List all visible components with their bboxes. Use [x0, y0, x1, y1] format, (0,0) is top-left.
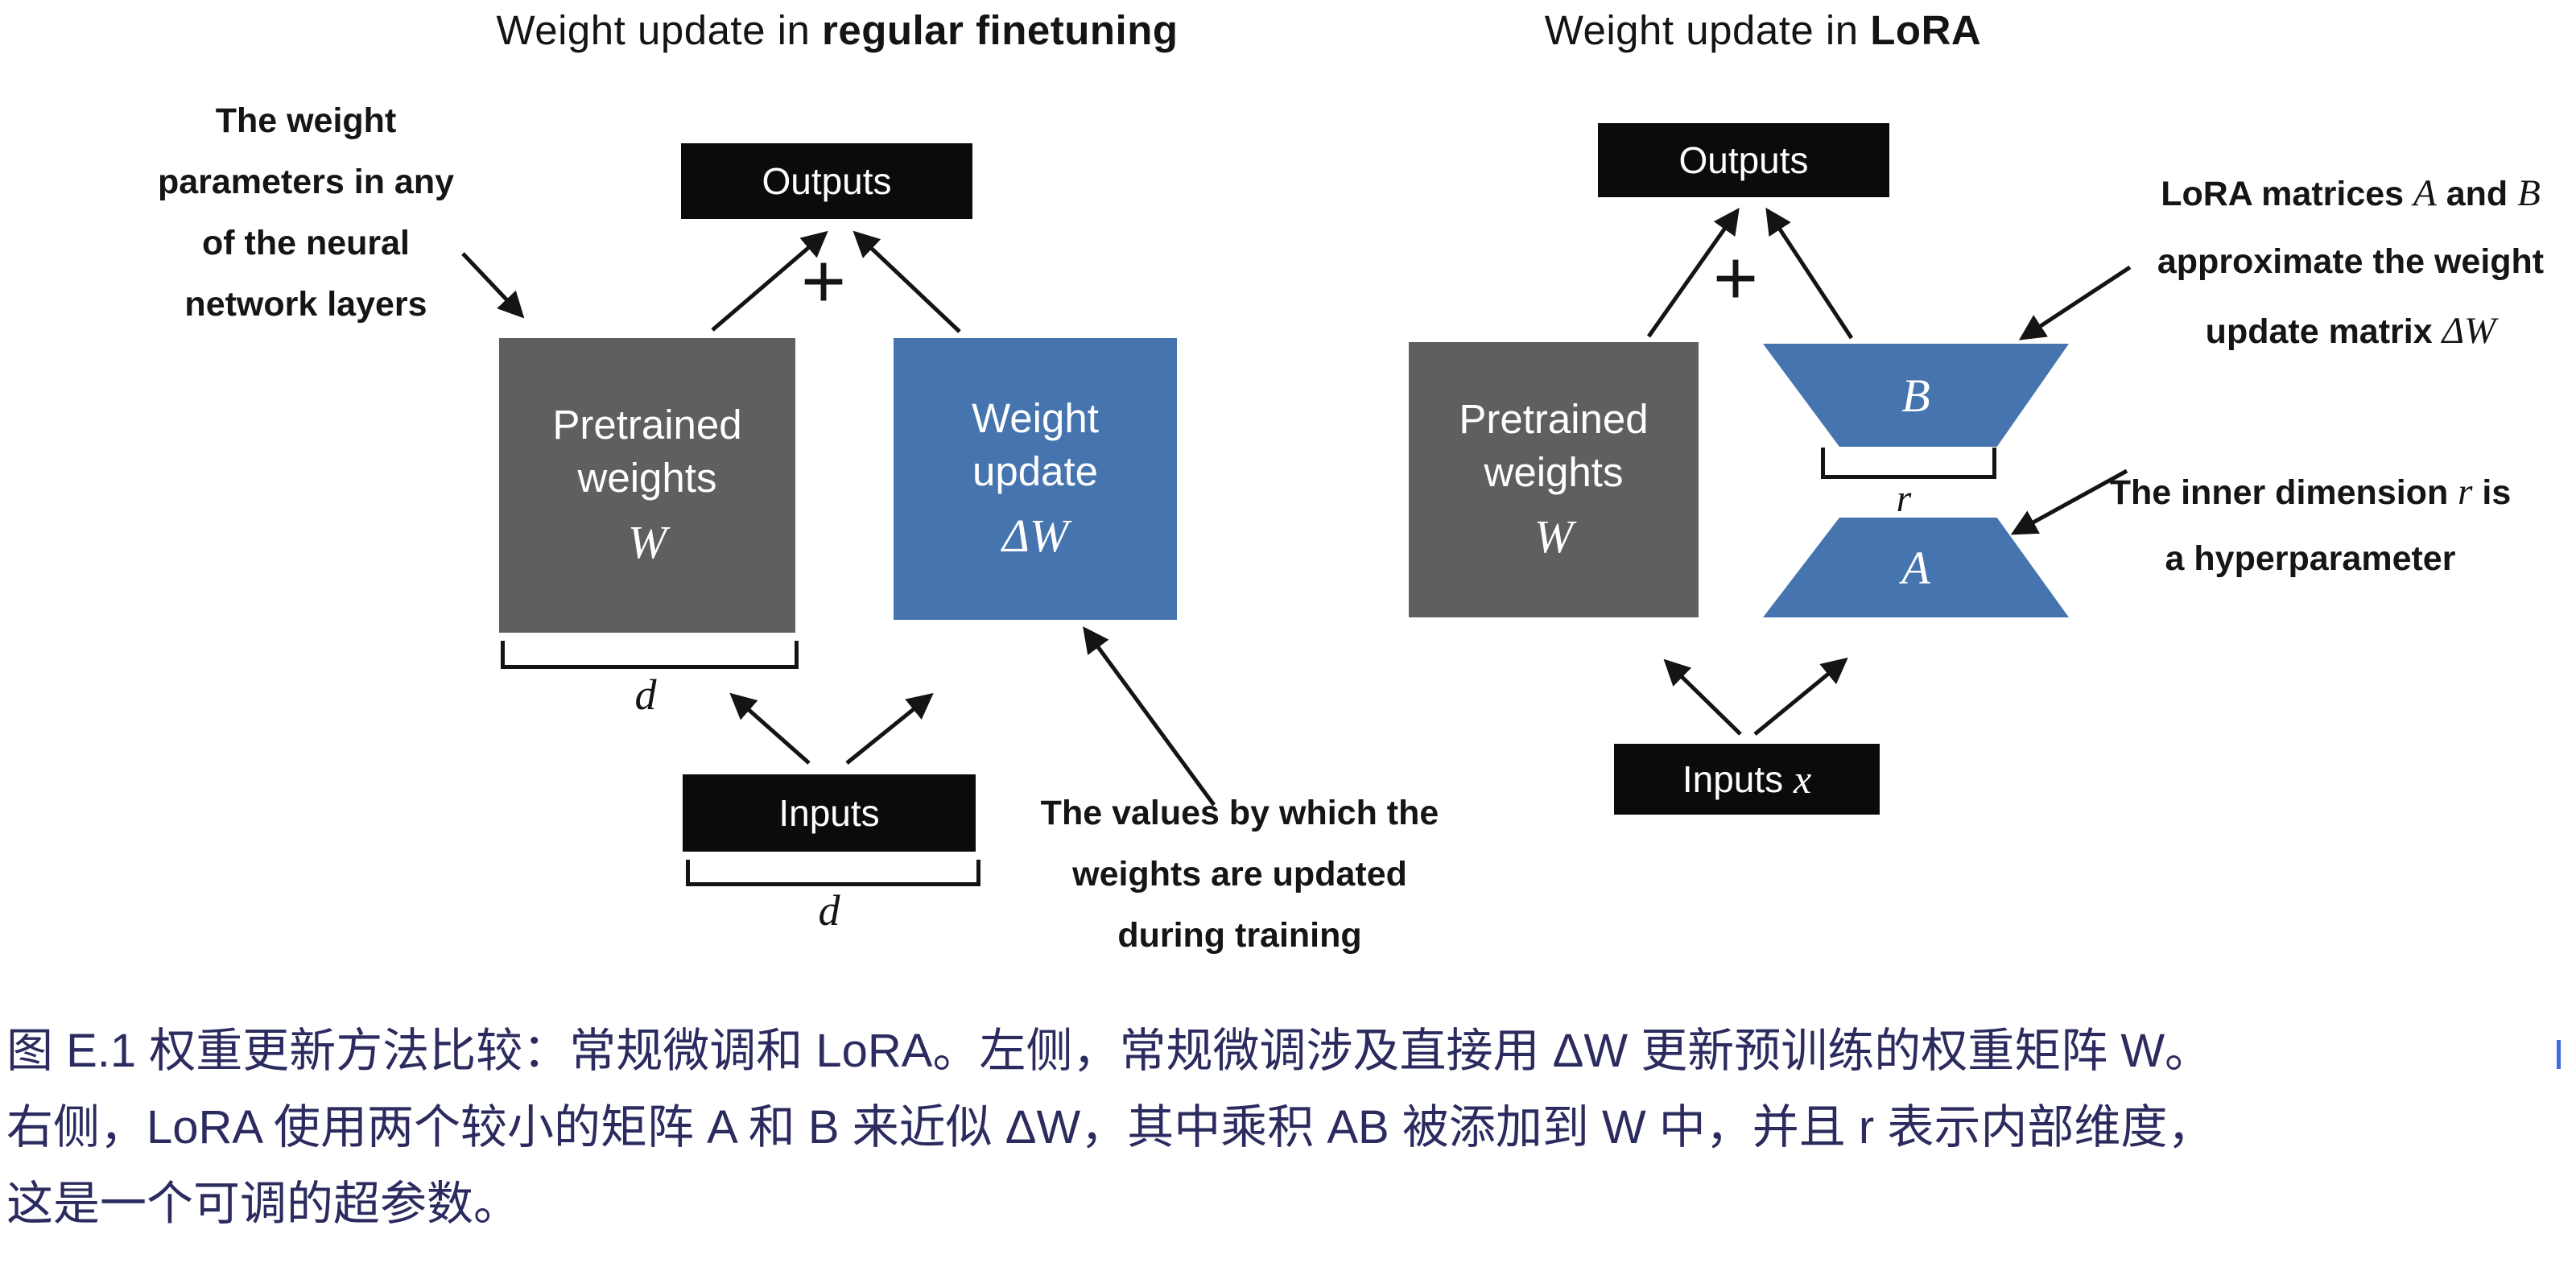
dim-label-inputs: d [818, 886, 840, 935]
inputs-math-x: x [1793, 757, 1812, 802]
left-title-bold: regular finetuning [822, 7, 1179, 53]
update-math-dw: ΔW [1001, 509, 1069, 562]
plus-sign-right: + [1713, 235, 1759, 321]
pretrained-weights-box-left: Pretrained weights W [499, 338, 795, 633]
inputs-box-right: Inputs x [1614, 744, 1880, 815]
params-note: The weight parameters in any of the neur… [64, 90, 547, 335]
arrow-inputs-to-pretrained-right [1663, 658, 1742, 736]
pretrained-right-line1: Pretrained [1459, 396, 1649, 442]
arrow-update-to-outputs-left [852, 230, 961, 333]
ab-note-line1: LoRA matrices A and B [2161, 172, 2541, 214]
update-line2: update [972, 448, 1098, 495]
matrix-b-label: B [1901, 369, 1930, 422]
inputs-label-left: Inputs [778, 792, 880, 834]
pretrained-math-w: W [627, 515, 667, 568]
update-line1: Weight [972, 395, 1099, 441]
inputs-box-left: Inputs [683, 774, 976, 852]
arrow-inputs-to-a [1753, 657, 1848, 736]
inner-dim-math-r: r [2458, 471, 2473, 513]
pretrained-line2: weights [577, 455, 717, 501]
arrow-inputs-to-update-left [845, 692, 934, 765]
dim-label-weights: d [634, 671, 657, 719]
outputs-box-left: Outputs [681, 143, 972, 219]
outputs-box-right: Outputs [1598, 123, 1889, 197]
values-note-line2: weights are updated [1072, 855, 1407, 894]
right-title-plain: Weight update in [1544, 7, 1871, 53]
caption-line3: 这是一个可调的超参数。 [6, 1178, 521, 1231]
inner-dim-line1: The inner dimension r is [2109, 471, 2512, 513]
params-note-line3: of the neural [201, 224, 411, 263]
dim-bracket-weights [501, 641, 799, 669]
dim-bracket-inputs [686, 860, 980, 886]
figure-caption: 图 E.1 权重更新方法比较：常规微调和 LoRA。左侧，常规微调涉及直接用 Δ… [6, 1013, 2574, 1242]
left-title: Weight update in regular finetuning [346, 6, 1328, 54]
rank-label: r [1896, 477, 1912, 520]
values-note: The values by which the weights are upda… [1006, 782, 1473, 966]
right-title: Weight update in LoRA [1417, 6, 2109, 54]
pretrained-line1: Pretrained [552, 402, 742, 448]
arrow-values-note-to-update [1083, 626, 1216, 807]
values-note-line1: The values by which the [1040, 794, 1439, 832]
values-note-line3: during training [1117, 916, 1362, 955]
inputs-label-right: Inputs [1682, 758, 1784, 800]
arrow-params-note-to-pretrained [461, 252, 525, 319]
inner-dim-note: The inner dimension r is a hyperparamete… [2069, 457, 2552, 591]
params-note-line2: parameters in any [157, 163, 455, 202]
weight-update-box: Weight update ΔW [894, 338, 1177, 620]
inner-dim-line2: a hyperparameter [2165, 539, 2456, 578]
ab-note-math-dw: ΔW [2442, 309, 2496, 352]
arrow-ab-note-to-b [2018, 265, 2132, 340]
matrix-a-label: A [1901, 541, 1930, 594]
pretrained-weights-box-right: Pretrained weights W [1409, 342, 1699, 617]
ab-note-math-b: B [2517, 172, 2541, 214]
arrow-r-note-to-r [2010, 468, 2128, 535]
plus-sign-left: + [801, 238, 847, 324]
ab-note-line3: update matrix ΔW [2205, 309, 2496, 352]
outputs-label-right: Outputs [1678, 139, 1809, 181]
caption-line2: 右侧，LoRA 使用两个较小的矩阵 A 和 B 来近似 ΔW，其中乘积 AB 被… [6, 1101, 2215, 1154]
pretrained-right-math-w: W [1534, 510, 1574, 563]
ab-note-math-a: A [2413, 172, 2437, 214]
ab-note: LoRA matrices A and B approximate the we… [2125, 158, 2576, 367]
pretrained-right-line2: weights [1484, 449, 1624, 496]
left-title-plain: Weight update in [496, 7, 822, 53]
params-note-line4: network layers [184, 285, 427, 324]
ab-note-line2: approximate the weight [2157, 242, 2545, 282]
text-cursor [2557, 1040, 2561, 1069]
caption-line1: 图 E.1 权重更新方法比较：常规微调和 LoRA。左侧，常规微调涉及直接用 Δ… [6, 1025, 2212, 1077]
rank-bracket [1821, 448, 1996, 479]
right-title-bold: LoRA [1870, 7, 1982, 53]
params-note-line1: The weight [215, 101, 397, 140]
arrow-b-to-outputs-right [1765, 207, 1854, 340]
arrow-inputs-to-pretrained-left [729, 692, 811, 765]
arrow-pretrained-to-outputs-left [711, 230, 828, 332]
arrow-pretrained-to-outputs-right [1646, 208, 1740, 338]
outputs-label-left: Outputs [762, 160, 892, 202]
